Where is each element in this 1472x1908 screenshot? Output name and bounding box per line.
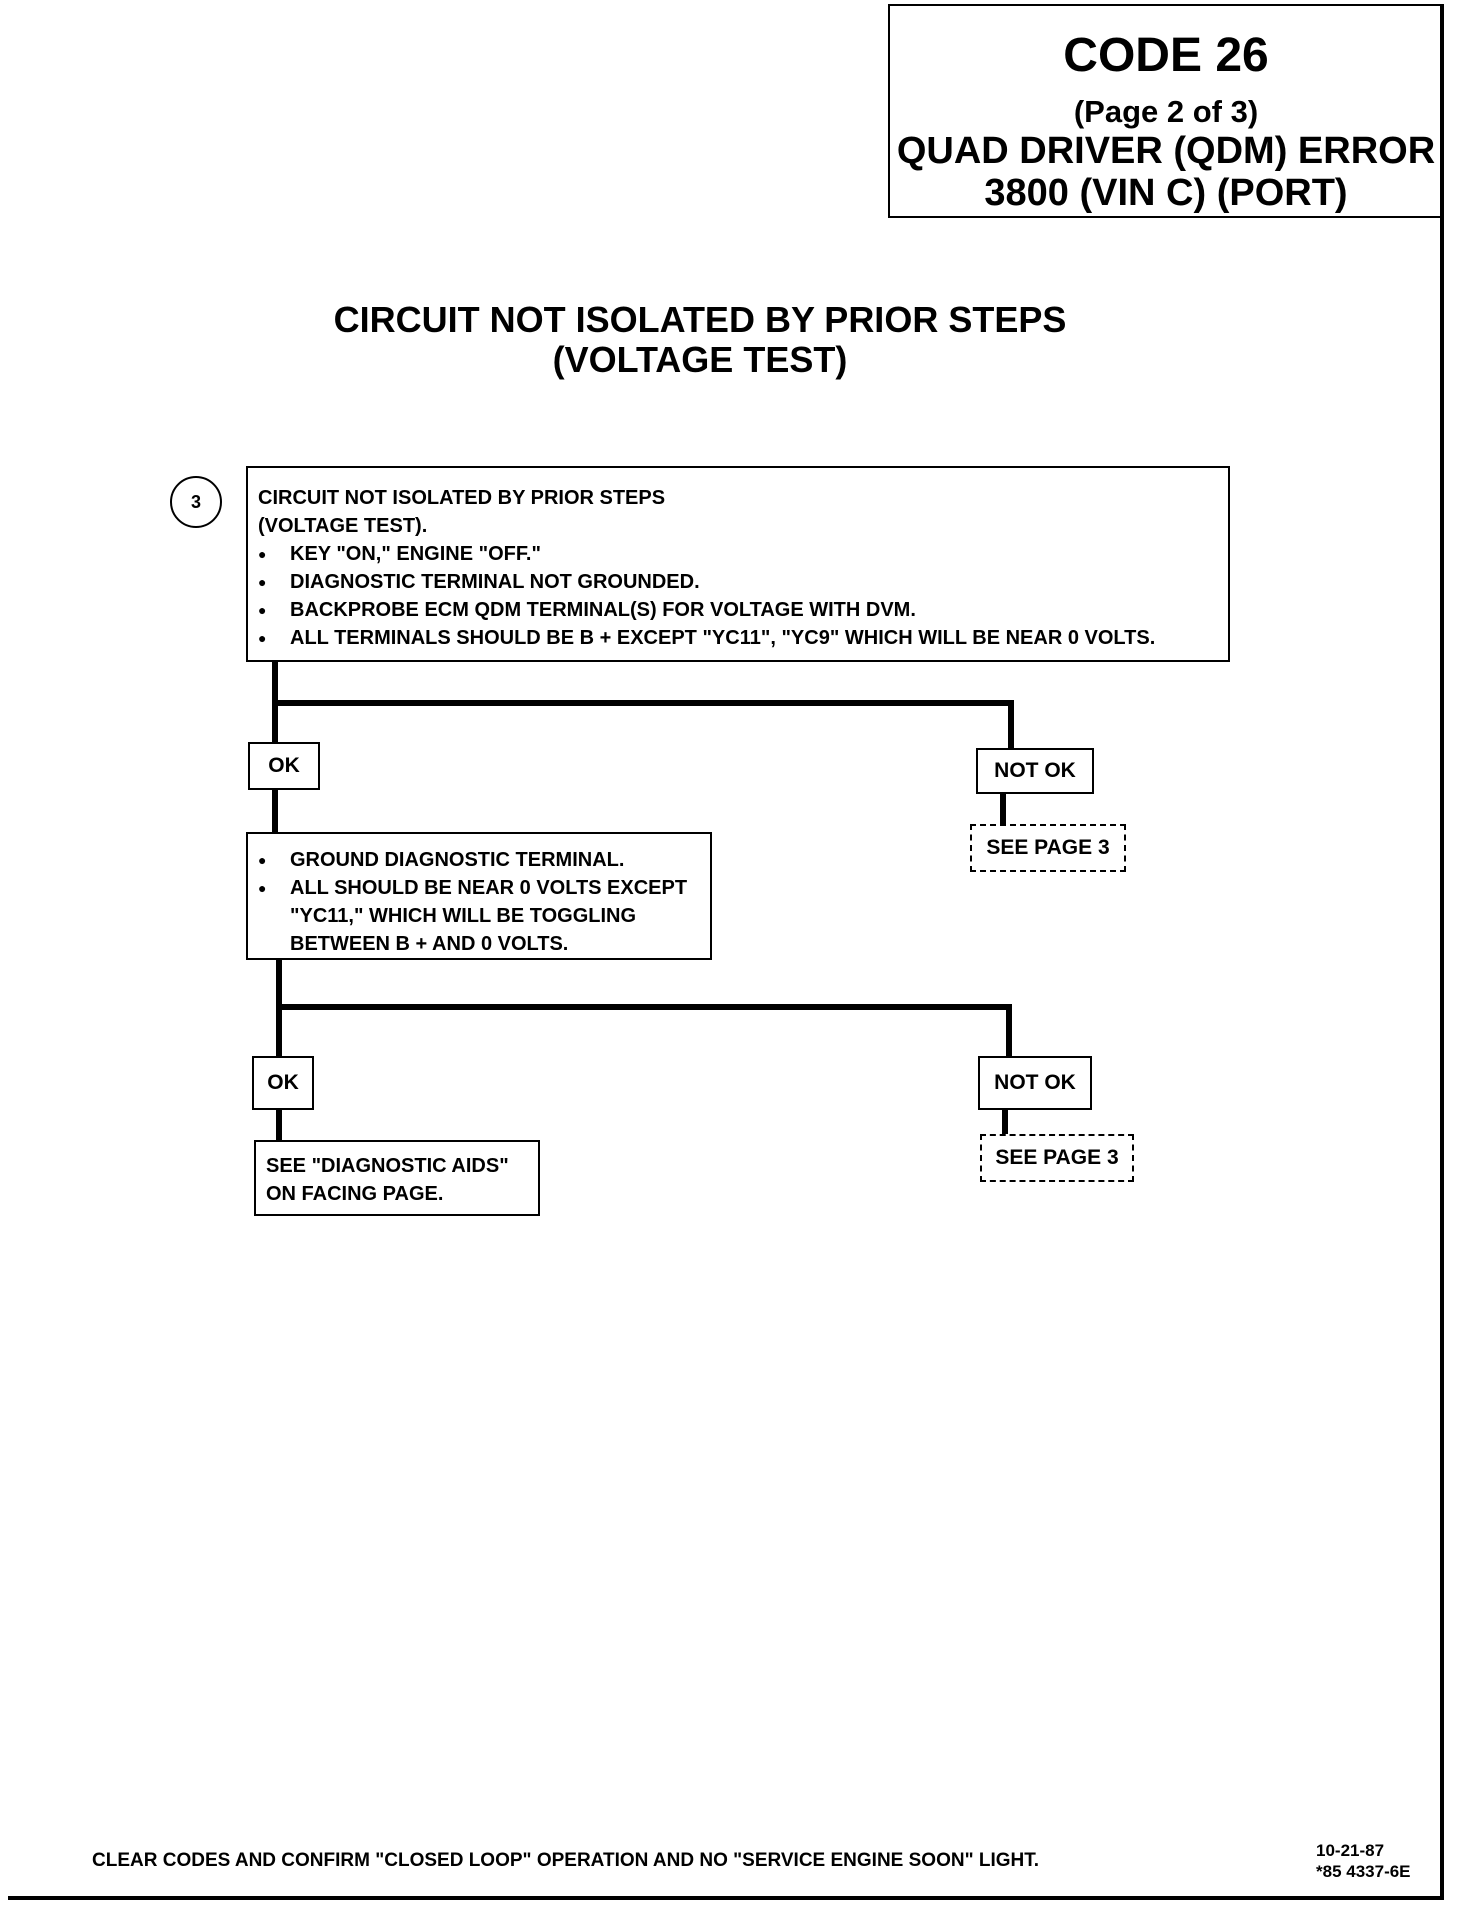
branch-2-not-ok-box: NOT OK — [978, 1056, 1092, 1110]
step-bullet: DIAGNOSTIC TERMINAL NOT GROUNDED. — [248, 568, 1218, 596]
code-description: QUAD DRIVER (QDM) ERROR — [896, 130, 1436, 172]
connector-line — [1002, 1110, 1008, 1134]
footer-reference: 10-21-87 *85 4337-6E — [1316, 1840, 1411, 1882]
connector-line — [1000, 794, 1006, 824]
connector-line — [276, 1004, 1012, 1010]
result-line-2: ON FACING PAGE. — [266, 1183, 444, 1205]
page-title-line-2: (VOLTAGE TEST) — [552, 339, 848, 380]
engine-variant: 3800 (VIN C) (PORT) — [984, 172, 1348, 214]
branch-1-ok-box: OK — [248, 742, 320, 790]
code-header-box: CODE 26 (Page 2 of 3) QUAD DRIVER (QDM) … — [888, 4, 1444, 218]
step-number-badge: 3 — [170, 476, 222, 528]
page-title: CIRCUIT NOT ISOLATED BY PRIOR STEPS (VOL… — [300, 300, 1100, 380]
footer-date: 10-21-87 — [1316, 1841, 1385, 1860]
branch-1-not-ok-box: NOT OK — [976, 748, 1094, 794]
connector-line — [272, 790, 278, 832]
branch-2-ok-box: OK — [252, 1056, 314, 1110]
branch-2-see-page-box: SEE PAGE 3 — [980, 1134, 1134, 1182]
step-bullet: BACKPROBE ECM QDM TERMINAL(S) FOR VOLTAG… — [248, 596, 1218, 624]
step-3-box: CIRCUIT NOT ISOLATED BY PRIOR STEPS (VOL… — [246, 466, 1230, 662]
footer-note: CLEAR CODES AND CONFIRM "CLOSED LOOP" OP… — [92, 1850, 1040, 1871]
step-heading-line-1: CIRCUIT NOT ISOLATED BY PRIOR STEPS — [258, 487, 666, 509]
connector-line — [1006, 1004, 1012, 1056]
connector-line — [276, 1110, 282, 1140]
step-bullet: KEY "ON," ENGINE "OFF." — [248, 540, 1218, 568]
footer-ref-number: *85 4337-6E — [1316, 1862, 1411, 1881]
connector-line — [1008, 700, 1014, 748]
step-3b-box: GROUND DIAGNOSTIC TERMINAL. ALL SHOULD B… — [246, 832, 712, 960]
step-b-bullet: ALL SHOULD BE NEAR 0 VOLTS EXCEPT "YC11,… — [248, 874, 702, 958]
diagnostic-aids-box: SEE "DIAGNOSTIC AIDS" ON FACING PAGE. — [254, 1140, 540, 1216]
page-title-line-1: CIRCUIT NOT ISOLATED BY PRIOR STEPS — [333, 299, 1067, 340]
code-number: CODE 26 — [1063, 29, 1269, 82]
result-line-1: SEE "DIAGNOSTIC AIDS" — [266, 1155, 509, 1177]
step-heading-line-2: (VOLTAGE TEST). — [258, 515, 428, 537]
step-bullet: ALL TERMINALS SHOULD BE B + EXCEPT "YC11… — [248, 624, 1218, 652]
page-border — [8, 4, 1444, 1900]
page-indicator: (Page 2 of 3) — [1073, 94, 1259, 129]
connector-line — [272, 700, 1014, 706]
branch-1-see-page-box: SEE PAGE 3 — [970, 824, 1126, 872]
step-b-bullet: GROUND DIAGNOSTIC TERMINAL. — [248, 846, 702, 874]
